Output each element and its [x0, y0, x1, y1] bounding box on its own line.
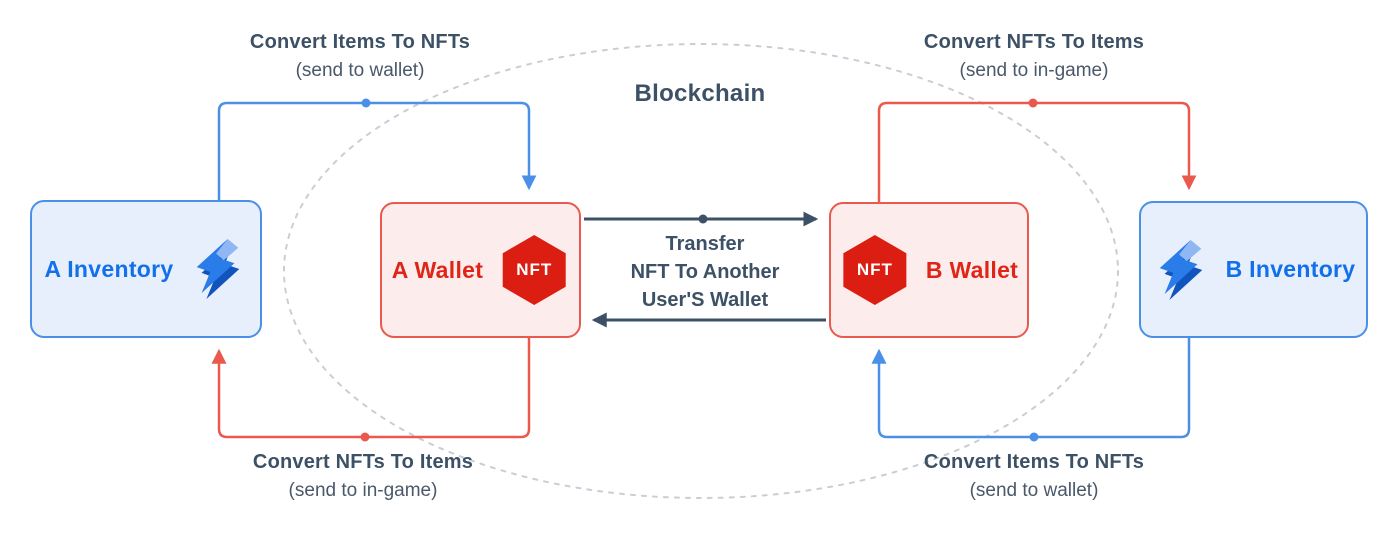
edge-a-inventory-to-a-wallet [217, 101, 537, 200]
transfer-label-line1: Transfer [665, 233, 745, 255]
edge-subtitle: (send to in-game) [288, 480, 438, 501]
edge-b-wallet-to-b-inventory [877, 101, 1197, 202]
edge-b-inventory-to-b-wallet [871, 338, 1191, 439]
edge-midpoint-dot [1029, 432, 1039, 442]
node-label: A Wallet [391, 256, 484, 283]
node-label: A Inventory [44, 255, 174, 282]
edge-label-convert-items-to-nfts-right: Convert Items To NFTs (send to wallet) [834, 451, 1234, 502]
edge-subtitle: (send to in-game) [959, 60, 1109, 81]
transfer-label: Transfer NFT To Another User'S Wallet [595, 230, 815, 314]
nft-badge-text: NFT [856, 260, 893, 279]
edge-title: Convert Items To NFTs [249, 31, 471, 53]
node-label: B Inventory [1225, 256, 1356, 282]
edge-midpoint-dot [361, 98, 371, 108]
edge-label-convert-nfts-to-items-right: Convert NFTs To Items (send to in-game) [834, 31, 1234, 82]
node-label: B Wallet [925, 256, 1019, 283]
lightning-icon [1159, 239, 1202, 300]
edge-label-convert-items-to-nfts-left: Convert Items To NFTs (send to wallet) [160, 31, 560, 82]
node-b-inventory: B Inventory [1139, 201, 1368, 338]
edge-midpoint-dot [1028, 98, 1038, 108]
edge-midpoint-dot [698, 214, 708, 224]
edge-a-wallet-to-a-inventory [211, 338, 531, 439]
nft-badge-text: NFT [516, 260, 553, 279]
lightning-icon [197, 239, 240, 299]
edge-midpoint-dot [360, 432, 370, 442]
node-b-wallet: NFT B Wallet [829, 202, 1029, 338]
nft-hexagon-icon: NFT [843, 235, 907, 305]
edge-subtitle: (send to wallet) [295, 60, 425, 81]
nft-hexagon-icon: NFT [502, 235, 566, 305]
blockchain-title: Blockchain [634, 80, 766, 107]
edge-title: Convert Items To NFTs [923, 451, 1145, 473]
edge-label-convert-nfts-to-items-left: Convert NFTs To Items (send to in-game) [163, 451, 563, 502]
edge-subtitle: (send to wallet) [969, 480, 1099, 501]
node-a-inventory: A Inventory [30, 200, 262, 338]
edge-title: Convert NFTs To Items [923, 31, 1145, 53]
blockchain-boundary-ellipse [283, 43, 1119, 499]
edge-title: Convert NFTs To Items [252, 451, 474, 473]
transfer-label-line3: User'S Wallet [641, 289, 769, 311]
transfer-label-line2: NFT To Another [630, 261, 780, 283]
node-a-wallet: A Wallet NFT [380, 202, 581, 338]
